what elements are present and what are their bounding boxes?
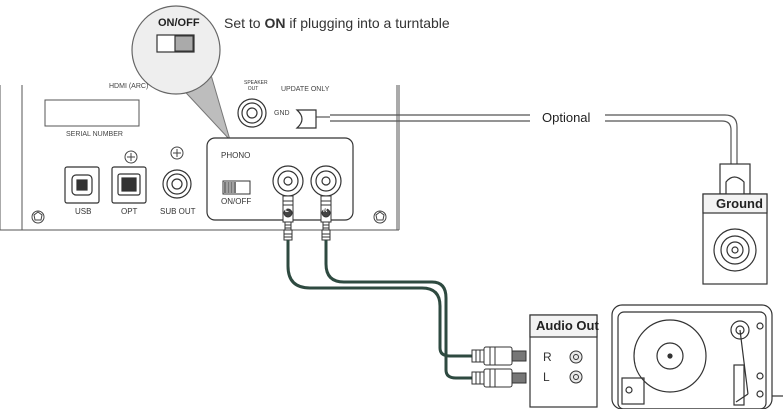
- ground-box-title: Ground: [716, 196, 763, 211]
- phono-jack-left-icon: [272, 165, 304, 197]
- caption-suffix: if plugging into a turntable: [285, 15, 450, 31]
- audio-out-title: Audio Out: [536, 318, 599, 333]
- rca-plug-left-icon: [282, 195, 294, 241]
- callout-switch-icon: [156, 34, 195, 53]
- caption-prefix: Set to: [224, 15, 265, 31]
- phono-switch-label: ON/OFF: [221, 197, 252, 206]
- rca-plug-output-top-icon: [471, 346, 527, 366]
- audio-out-jack-l-icon: [569, 370, 583, 384]
- rca-plug-right-icon: [320, 195, 332, 241]
- plug-left-label: L: [285, 208, 289, 214]
- ground-post-icon: [713, 228, 757, 272]
- plug-right-label: R: [323, 208, 328, 214]
- sub-out-jack-icon: [162, 169, 192, 199]
- speaker-out-label: SPEAKER OUT: [244, 80, 268, 92]
- opt-label: OPT: [121, 207, 138, 216]
- ground-wire: [316, 114, 738, 164]
- speaker-out-jack-icon: [237, 98, 267, 128]
- serial-number-label: SERIAL NUMBER: [66, 131, 123, 138]
- optional-label: Optional: [542, 110, 591, 125]
- ground-terminal-icon: [719, 163, 751, 195]
- callout-caption: Set to ON if plugging into a turntable: [224, 15, 450, 31]
- optical-port-icon: [111, 166, 147, 204]
- screw-icon: [170, 146, 184, 160]
- audio-out-right-label: R: [543, 350, 552, 364]
- phono-switch-icon: [222, 180, 251, 195]
- screw-icon: [124, 150, 138, 164]
- ground-lug-icon: [295, 109, 317, 129]
- screw-icon: [31, 210, 45, 224]
- usb-port-icon: [64, 166, 100, 204]
- audio-out-left-label: L: [543, 370, 550, 384]
- gnd-label: GND: [274, 110, 290, 117]
- rca-cable-right: [324, 240, 472, 380]
- audio-out-box: [529, 314, 598, 408]
- usb-label: USB: [75, 207, 92, 216]
- rca-cable-left: [286, 240, 472, 358]
- hdmi-label: HDMI (ARC): [109, 83, 149, 90]
- sub-out-label: SUB OUT: [160, 207, 196, 216]
- rear-panel: [0, 85, 400, 231]
- phono-label: PHONO: [221, 151, 251, 160]
- serial-number-box: [44, 99, 140, 127]
- rca-plug-output-bottom-icon: [471, 368, 527, 388]
- turntable-icon: [611, 304, 773, 409]
- audio-out-jack-r-icon: [569, 350, 583, 364]
- ground-box: [702, 193, 768, 285]
- callout-switch-label: ON/OFF: [158, 17, 200, 29]
- phono-panel: [206, 137, 354, 221]
- screw-icon: [373, 210, 387, 224]
- update-only-label: UPDATE ONLY: [281, 86, 330, 93]
- caption-bold: ON: [264, 15, 286, 31]
